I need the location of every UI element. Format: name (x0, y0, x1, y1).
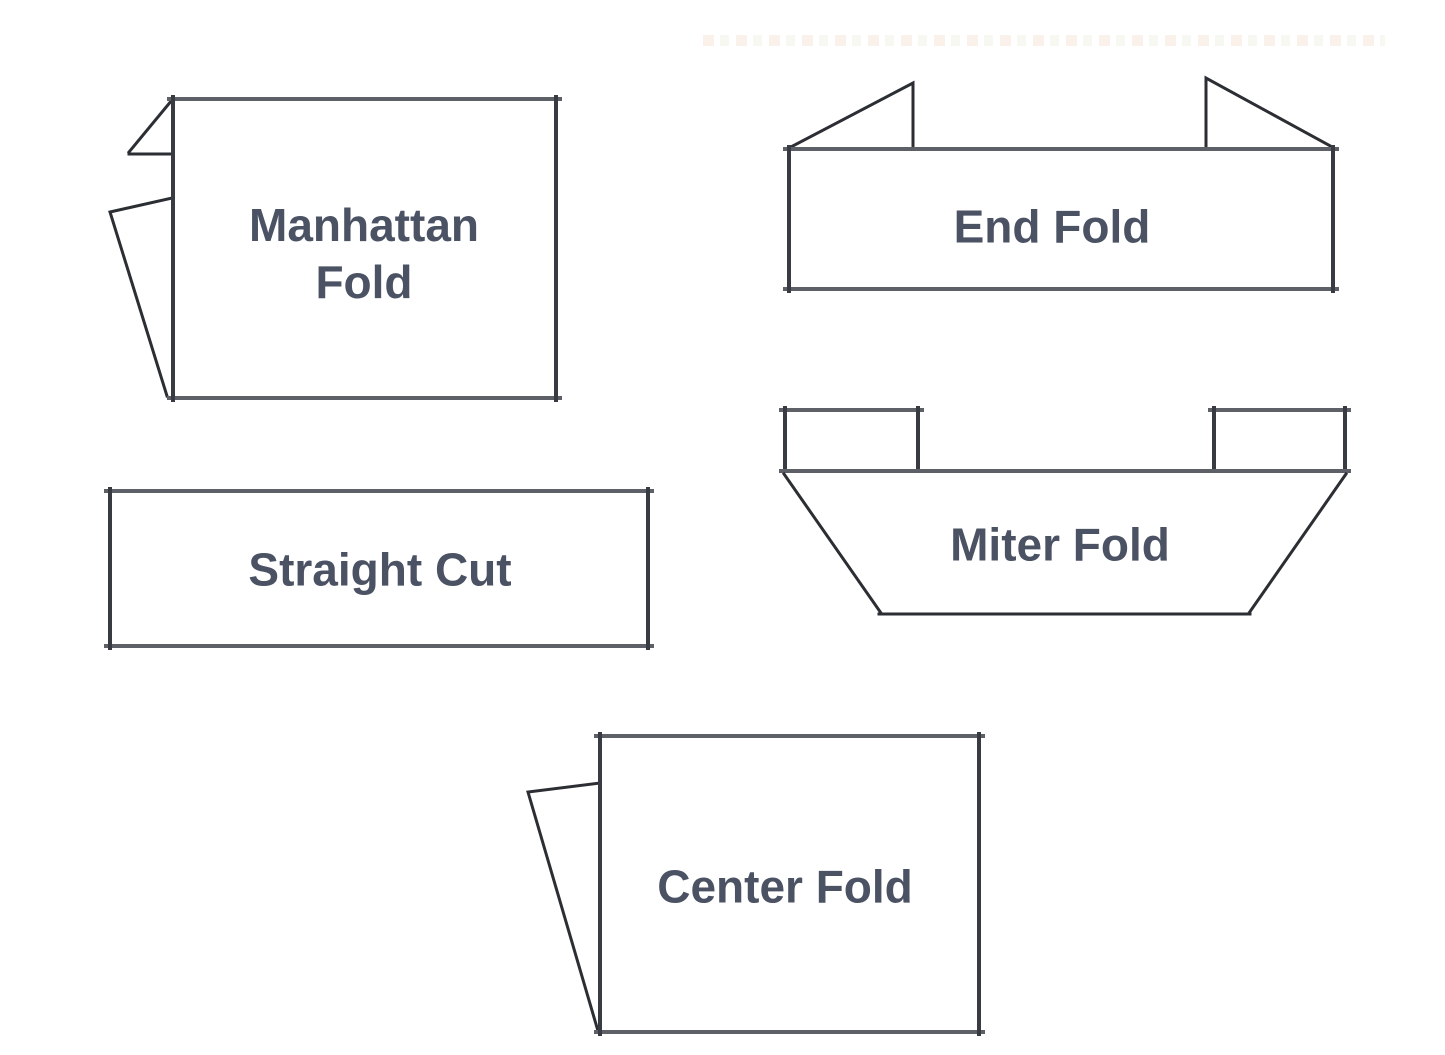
manhattan-fold-upper-flap-diagonal (126, 97, 175, 155)
end-fold-left-flap (786, 80, 915, 151)
manhattan-fold-lower-flap (108, 196, 174, 398)
center-fold-panel (598, 734, 981, 1034)
miter-fold-left-miter (781, 471, 884, 616)
center-fold-shape (526, 732, 985, 1036)
miter-fold-right-miter (1246, 471, 1349, 616)
end-fold-right-flap (1204, 75, 1337, 151)
end-fold-shape (783, 75, 1339, 293)
miter-fold-panel (783, 471, 1347, 616)
end-fold-label: End Fold (953, 200, 1151, 253)
miter-fold-label: Miter Fold (950, 518, 1170, 571)
straight-cut-panel (108, 489, 650, 648)
manhattan-fold-label: Manhattan Fold (249, 198, 479, 308)
scan-artifact-dashed-line (703, 35, 1385, 46)
miter-fold-left-tab (783, 408, 920, 473)
center-fold-flap (526, 781, 602, 1033)
manhattan-fold-panel (171, 97, 558, 400)
end-fold-panel (787, 147, 1335, 291)
center-fold-label: Center Fold (657, 860, 913, 913)
miter-fold-right-tab (1212, 408, 1347, 473)
straight-cut-shape (104, 487, 654, 650)
miter-fold-shape (779, 406, 1351, 616)
manhattan-fold-shape (108, 95, 562, 402)
straight-cut-label: Straight Cut (248, 543, 512, 596)
